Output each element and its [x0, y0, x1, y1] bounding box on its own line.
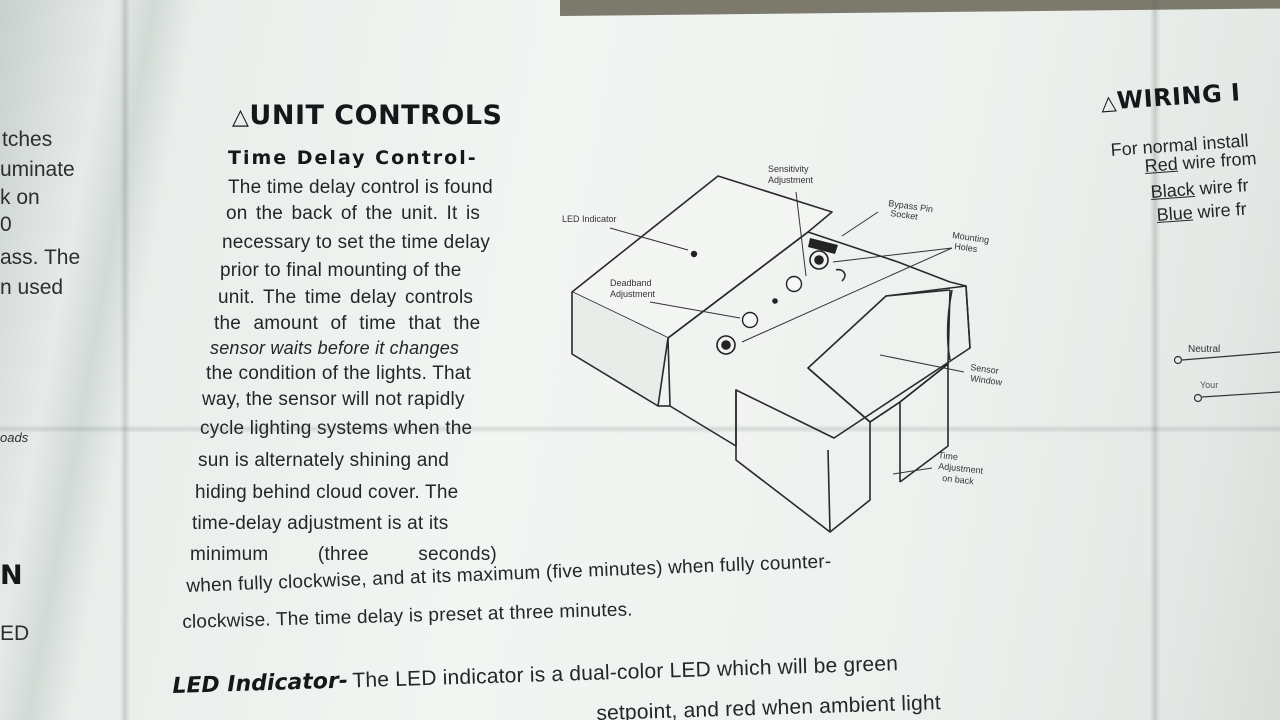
paper-fold — [1150, 0, 1160, 720]
left-fragment: N — [0, 560, 24, 591]
left-fragment: n used — [0, 276, 64, 299]
wiring-heading: △WIRING I — [1100, 78, 1242, 115]
neutral-label: Neutral — [1188, 344, 1220, 355]
left-fragment: ass. The — [0, 246, 81, 269]
paragraph-line: sensor waits before it changes — [210, 338, 460, 358]
paragraph-line: setpoint, and red when ambient light — [596, 691, 942, 720]
left-fragment: ED — [0, 622, 30, 645]
paragraph-line: minimum (three seconds) — [190, 544, 497, 565]
triangle-icon: △ — [1100, 89, 1118, 115]
time-adjustment-label: Time — [938, 450, 959, 462]
time-adjustment-label: Adjustment — [938, 461, 984, 476]
triangle-icon: △ — [232, 105, 250, 130]
led-indicator-label: LED Indicator — [562, 214, 617, 224]
paragraph-line: prior to final mounting of the — [220, 260, 462, 281]
sensor-unit-diagram: LED Indicator Sensitivity Adjustment Byp… — [562, 164, 1004, 533]
paragraph-line: cycle lighting systems when the — [200, 418, 473, 439]
time-delay-title: Time Delay Control- — [228, 147, 478, 169]
paper-fold — [120, 0, 130, 720]
left-fragment: k on — [0, 186, 40, 209]
left-fragment: uminate — [0, 158, 75, 181]
deadband-label: Adjustment — [610, 289, 656, 299]
paragraph-line: the amount of time that the — [214, 313, 481, 334]
paragraph-line: The LED indicator is a dual-color LED wh… — [352, 652, 899, 693]
paragraph-line: necessary to set the time delay — [222, 232, 491, 253]
time-adjustment-label: on back — [942, 473, 975, 486]
paper-fold — [0, 425, 1280, 433]
paragraph-line: clockwise. The time delay is preset at t… — [182, 599, 634, 633]
unit-controls-heading: △UNIT CONTROLS — [232, 100, 503, 131]
table-edge — [560, 0, 1280, 16]
paragraph-line: sun is alternately shining and — [198, 450, 450, 471]
paragraph-line: time-delay adjustment is at its — [192, 513, 449, 534]
left-fragment: tches — [2, 128, 53, 151]
deadband-label: Deadband — [610, 278, 652, 288]
sensitivity-label: Sensitivity — [768, 164, 809, 174]
paragraph-line: hiding behind cloud cover. The — [195, 482, 459, 503]
paragraph-line: way, the sensor will not rapidly — [202, 389, 465, 410]
led-indicator-title: LED Indicator- — [172, 668, 349, 699]
paragraph-line: The time delay control is found — [228, 177, 493, 198]
led-indicator-section: LED Indicator- The LED indicator is a du… — [172, 651, 898, 699]
paragraph-line: the condition of the lights. That — [206, 363, 472, 384]
sensor-window-label: Sensor — [970, 362, 1000, 376]
wiring-small-label: Your — [1200, 380, 1218, 390]
left-fragment: oads — [0, 430, 29, 445]
wiring-line-blue: Blue wire fr — [1156, 198, 1248, 225]
sensor-window-label: Window — [970, 373, 1004, 387]
wiring-diagram-fragment: Neutral Your — [1173, 344, 1280, 403]
left-fragment: 0 — [0, 213, 12, 236]
bypass-label: Socket — [890, 208, 919, 222]
sensitivity-label: Adjustment — [768, 175, 814, 185]
paragraph-line: unit. The time delay controls — [218, 287, 474, 308]
mounting-holes-label: Holes — [954, 241, 979, 254]
paragraph-line: on the back of the unit. It is — [226, 203, 481, 224]
